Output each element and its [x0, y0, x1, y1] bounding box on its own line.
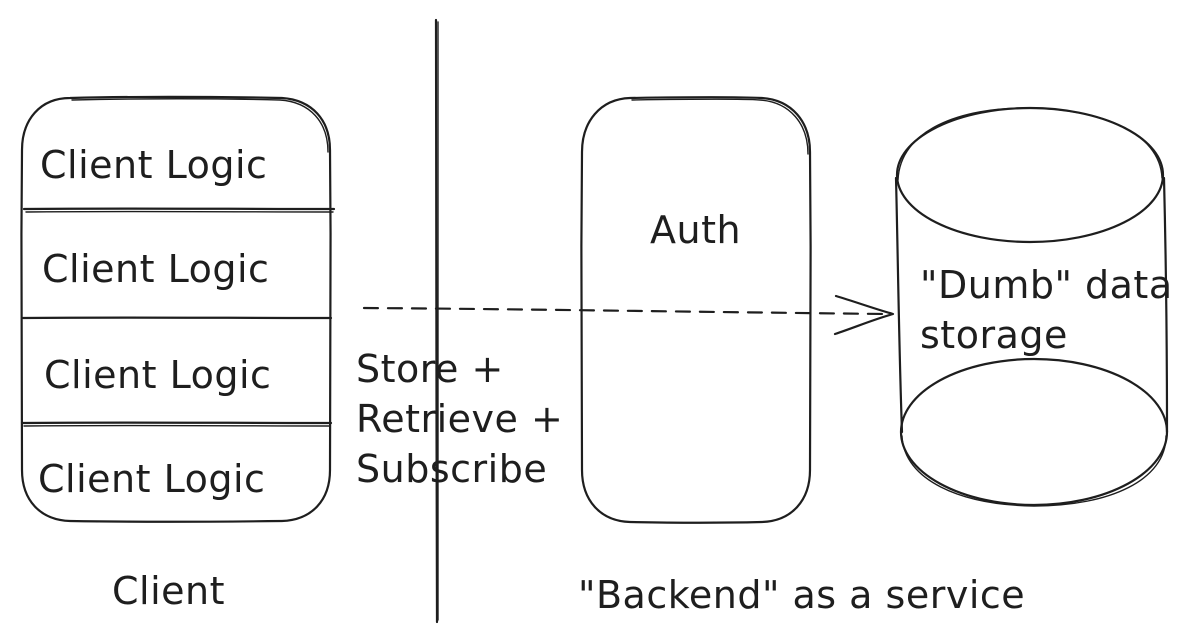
storage-label-line: storage [920, 313, 1068, 357]
client-layer-label: Client Logic [42, 247, 269, 291]
client-caption: Client [112, 569, 225, 613]
connection-label-line: Retrieve + [356, 397, 563, 441]
cylinder-left-side [894, 176, 904, 434]
client-layer-label: Client Logic [44, 353, 271, 397]
client-backend-divider [434, 18, 439, 624]
client-stack: Client Logic Client Logic Client Logic C… [20, 95, 336, 523]
auth-box: Auth [580, 96, 812, 524]
client-layer-label: Client Logic [38, 457, 265, 501]
backend-caption: "Backend" as a service [578, 573, 1025, 617]
client-stack-outline [20, 95, 332, 523]
cylinder-bottom [899, 357, 1169, 507]
connection-label-line: Store + [356, 347, 504, 391]
connection-label-line: Subscribe [356, 447, 547, 491]
arrow-head [833, 294, 895, 336]
auth-label: Auth [650, 208, 741, 252]
data-storage-cylinder: "Dumb" data storage [894, 106, 1173, 507]
cylinder-top [895, 106, 1165, 244]
client-layer-label: Client Logic [40, 143, 267, 187]
store-retrieve-arrow [362, 294, 895, 336]
storage-label-line: "Dumb" data [920, 263, 1173, 307]
connection-label: Store + Retrieve + Subscribe [356, 347, 563, 491]
cylinder-right-side [1162, 176, 1169, 434]
